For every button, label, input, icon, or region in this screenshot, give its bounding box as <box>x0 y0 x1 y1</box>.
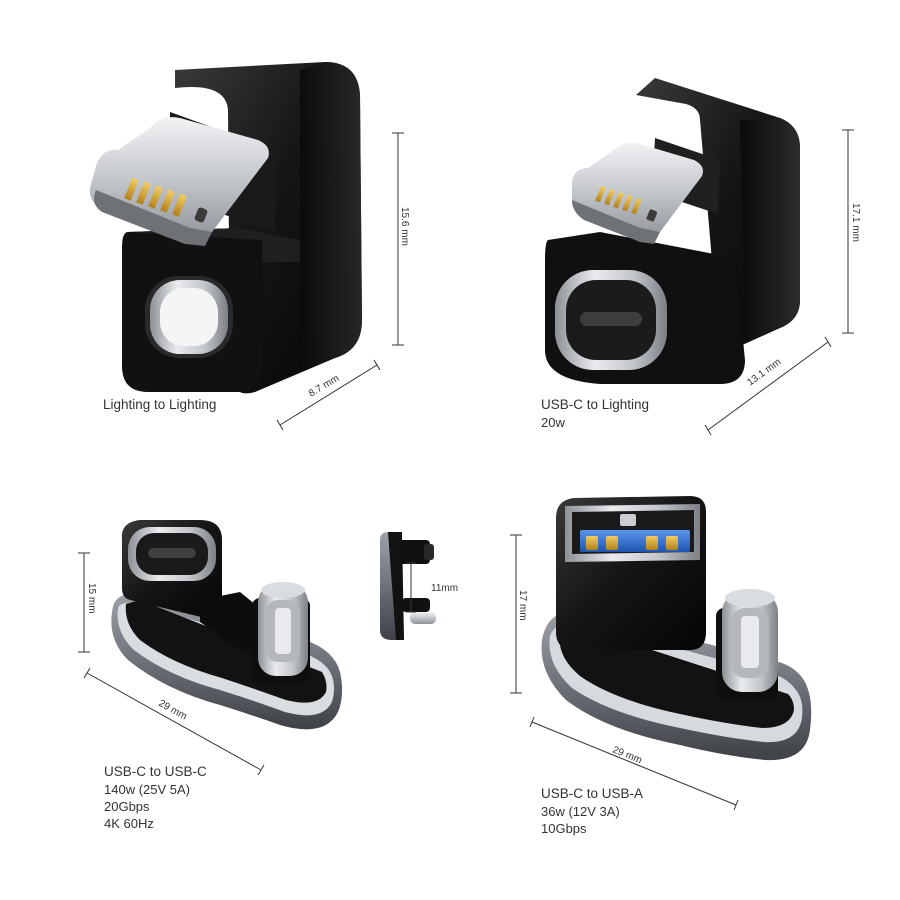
dimension-lines <box>78 129 854 811</box>
product-spec: 36w (12V 3A) <box>541 804 620 819</box>
dimension-height-text: 15.6 mm <box>399 207 410 246</box>
product-spec: 140w (25V 5A) <box>104 782 190 797</box>
dimension-height-text: 15 mm <box>86 583 97 614</box>
caption-usbc-to-usbc: USB-C to USB-C 140w (25V 5A) 20Gbps 4K 6… <box>104 763 207 832</box>
product-name: USB-C to USB-C <box>104 764 207 779</box>
caption-usbc-to-lightning: USB-C to Lighting 20w <box>541 396 649 431</box>
dimension-height-text: 17 mm <box>517 590 528 621</box>
dimension-offset-text: 11mm <box>431 583 458 594</box>
caption-usbc-to-usba: USB-C to USB-A 36w (12V 3A) 10Gbps <box>541 785 643 837</box>
usbc-side-profile <box>380 532 436 640</box>
product-spec: 4K 60Hz <box>104 816 154 831</box>
product-name: USB-C to USB-A <box>541 786 644 801</box>
product-name: USB-C to Lighting <box>541 397 650 412</box>
gold-pins <box>124 177 187 217</box>
gold-pins <box>586 536 678 550</box>
dimension-length-text: 29 mm <box>611 745 643 767</box>
usbc-to-usbc-adapter <box>111 520 343 730</box>
product-spec: 20Gbps <box>104 799 150 814</box>
dimension-length-text: 29 mm <box>157 698 189 722</box>
lightning-to-lightning-adapter <box>89 62 362 394</box>
dimension-depth-text: 13.1 mm <box>745 357 783 389</box>
usbc-to-usba-adapter <box>541 496 812 761</box>
usbc-to-lightning-adapter <box>545 78 800 384</box>
caption-lightning-to-lightning: Lighting to Lighting <box>103 396 216 414</box>
product-spec: 20w <box>541 415 565 430</box>
product-spec: 10Gbps <box>541 821 587 836</box>
dimension-depth-text: 8.7 mm <box>307 373 341 400</box>
gold-pins <box>595 185 642 215</box>
dimension-height-text: 17.1 mm <box>850 203 861 242</box>
product-name: Lighting to Lighting <box>103 397 217 412</box>
